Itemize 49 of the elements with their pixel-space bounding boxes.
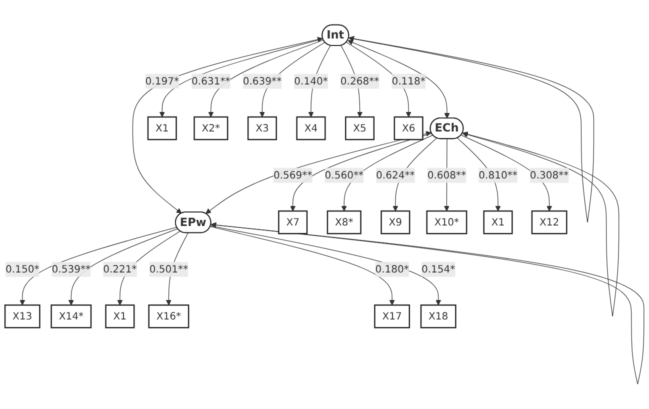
arrow: [348, 40, 450, 118]
node-box: X14*: [50, 304, 92, 328]
edge-label: 0.569**: [273, 169, 312, 181]
edge-label: 0.150*: [5, 263, 40, 275]
edge-label: 0.268**: [340, 74, 380, 87]
node-box: X16*: [148, 304, 190, 328]
node-box: X6: [394, 116, 424, 140]
edge-label: 0.624**: [376, 169, 415, 181]
edge-label: 0.608**: [427, 169, 466, 181]
node-box: X4: [296, 116, 326, 140]
arrow: [20, 226, 178, 306]
node-box: X5: [345, 116, 375, 140]
node-box: X3: [247, 116, 277, 140]
arrow: [210, 222, 644, 384]
arrow: [132, 36, 323, 214]
node-box: X18: [420, 304, 456, 328]
edge-label: 0.539**: [52, 263, 91, 275]
edge-label: 0.180*: [375, 263, 409, 275]
arrow: [462, 132, 620, 317]
node-box: X1: [483, 210, 513, 234]
arrow: [348, 36, 594, 223]
edge-label: 0.501**: [149, 263, 188, 275]
node-box: X8*: [326, 210, 362, 234]
arrow: [208, 40, 324, 118]
arrow: [290, 132, 432, 212]
arrow: [341, 134, 434, 212]
edge-label: 0.118*: [392, 74, 426, 87]
arrow: [68, 228, 178, 306]
edge-label: 0.154*: [421, 263, 456, 275]
node-box: X2*: [194, 116, 228, 140]
edge-label: 0.221*: [103, 263, 137, 275]
arrow: [159, 38, 324, 118]
node-box: X10*: [426, 210, 468, 234]
edge-label: 0.308**: [530, 169, 569, 181]
arrow: [460, 134, 552, 212]
node-box: X9: [380, 210, 410, 234]
edge-label: 0.810**: [478, 169, 518, 181]
edge-label: 0.140*: [294, 74, 328, 87]
node-box: X17: [374, 304, 410, 328]
node-box: X12: [531, 210, 568, 234]
edge-label: 0.631**: [192, 74, 230, 87]
edge-label: 0.639**: [242, 74, 282, 87]
node-box: X1: [105, 304, 135, 328]
node-box: X13: [4, 304, 40, 328]
node-box: X7: [278, 210, 308, 234]
edge-label: 0.560**: [324, 169, 364, 181]
node-box: X1: [147, 116, 177, 140]
arrow: [210, 226, 395, 306]
edge-label: 0.197*: [145, 74, 179, 87]
